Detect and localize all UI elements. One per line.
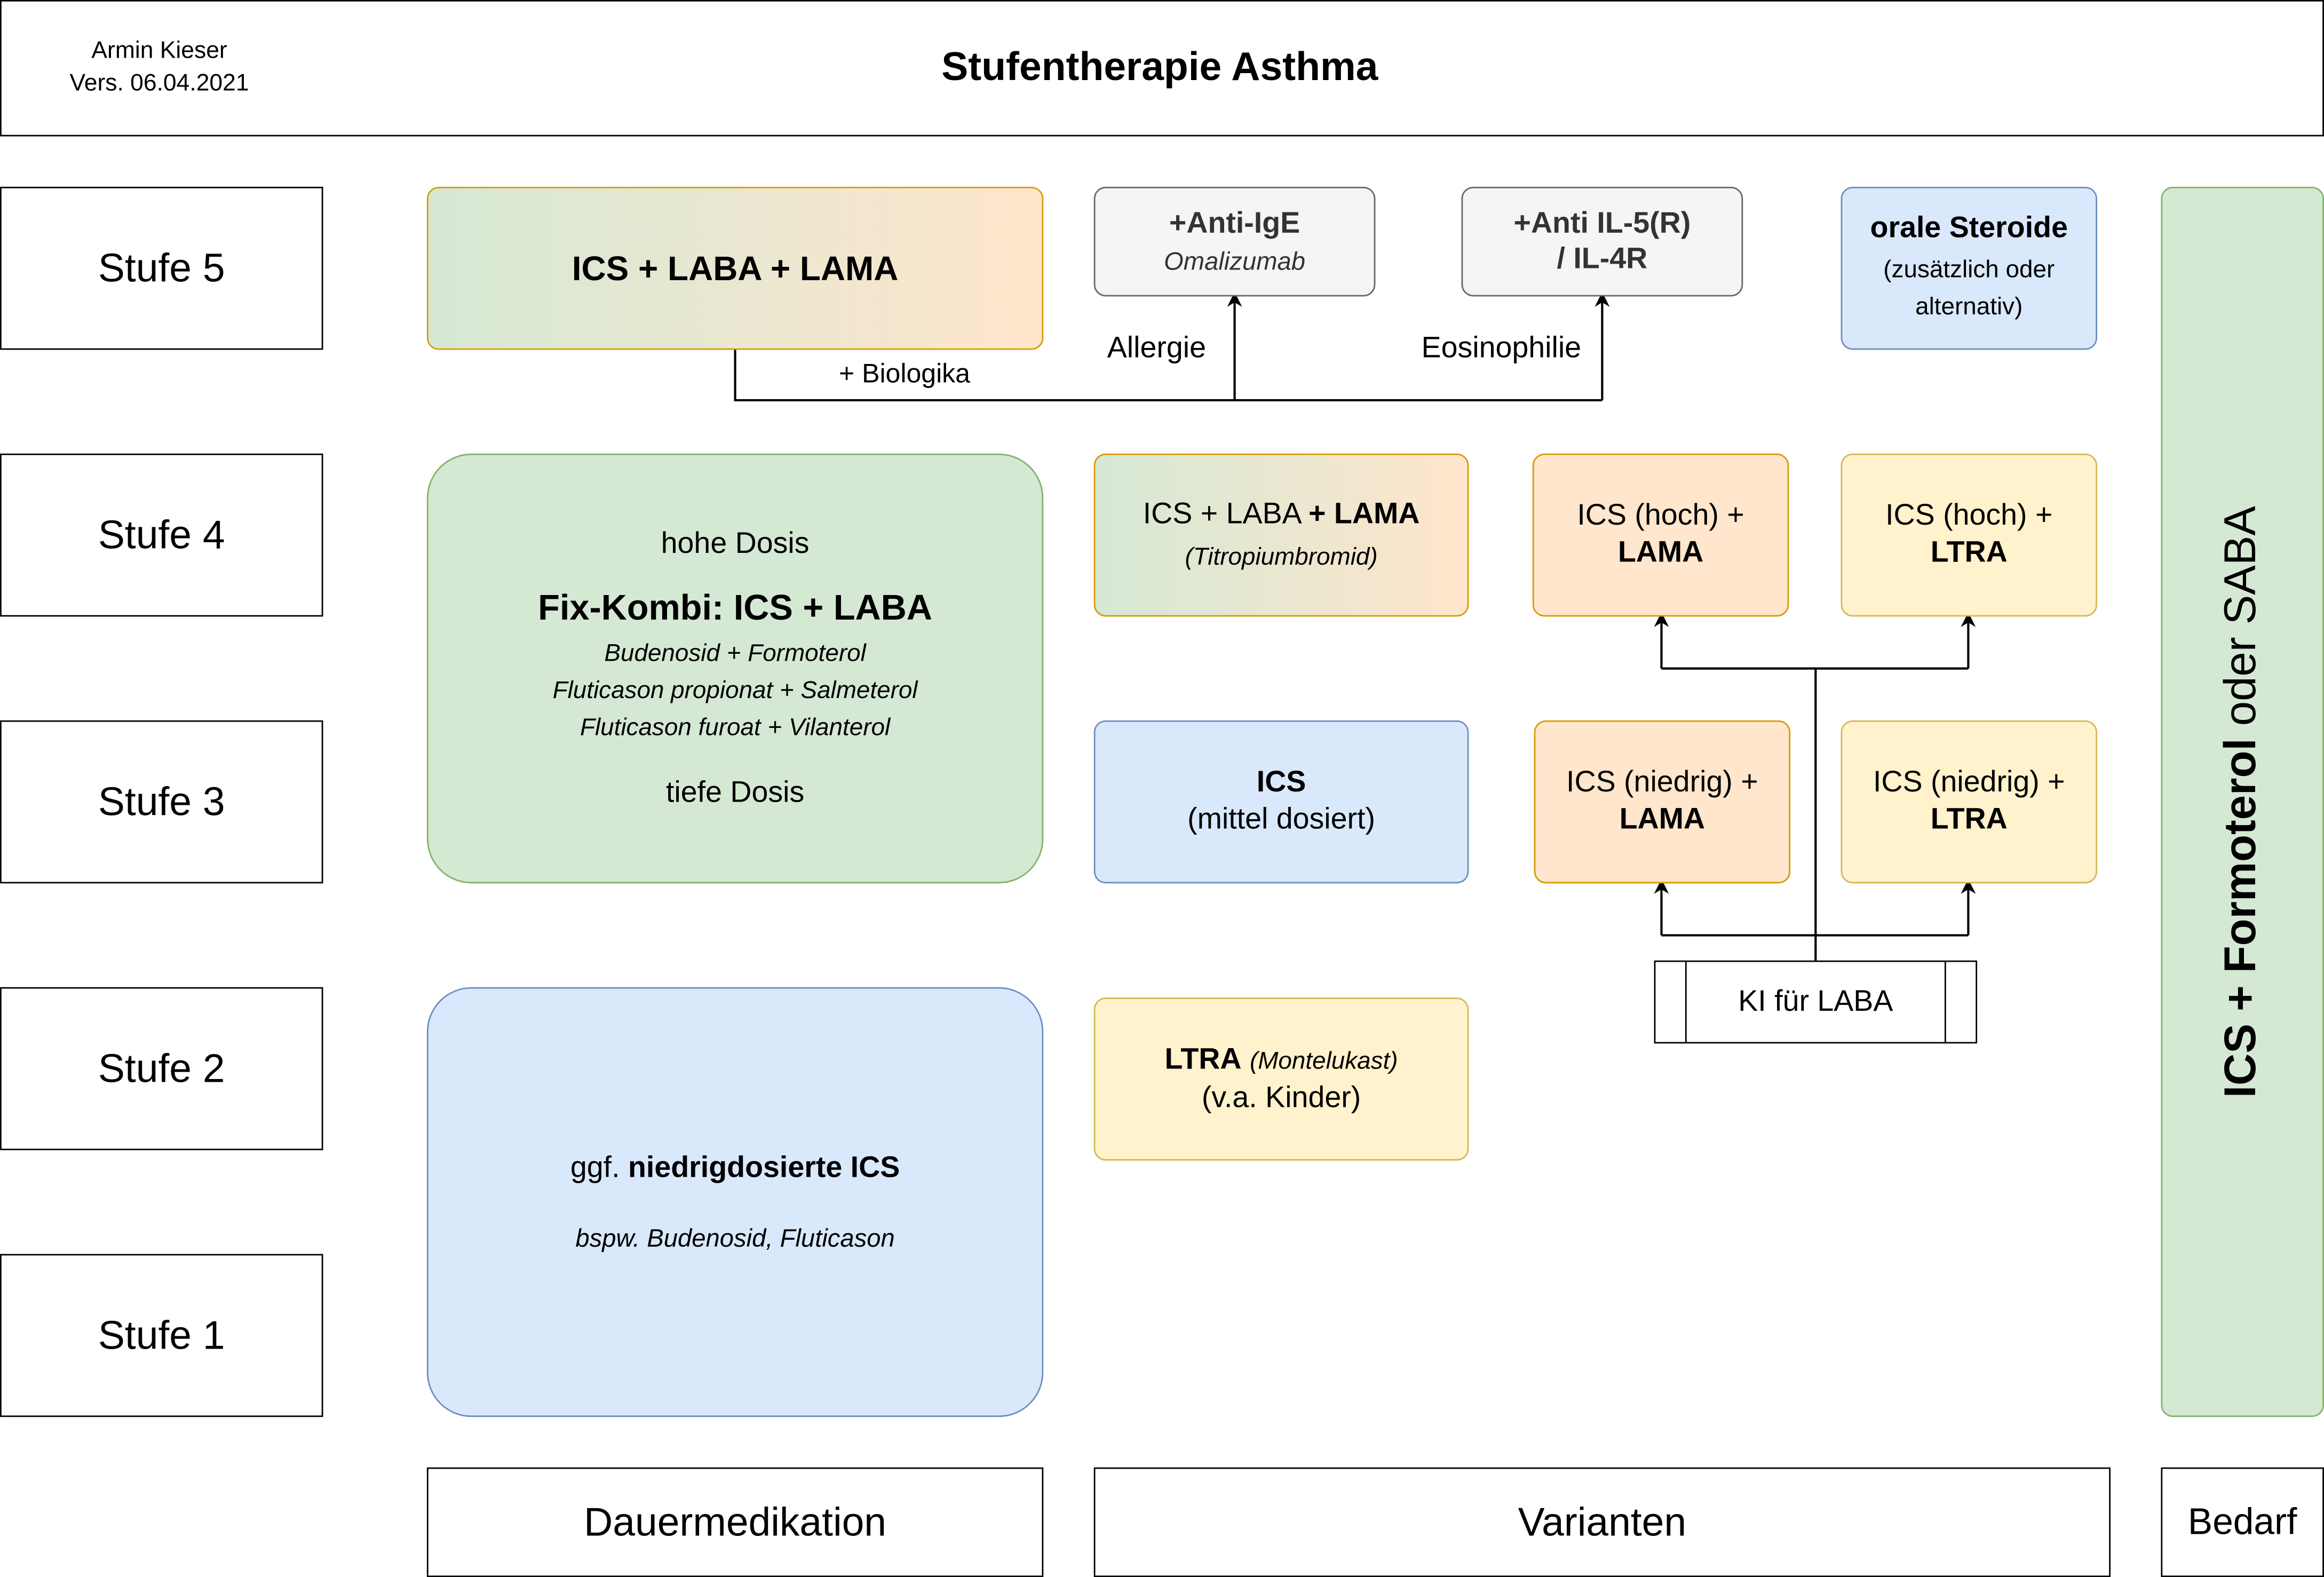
author-block: Armin Kieser Vers. 06.04.2021: [30, 33, 289, 104]
niedrig-ltra-line1: ICS (niedrig) +: [1873, 766, 2065, 799]
anti-il5-line1: +Anti IL-5(R): [1513, 207, 1691, 240]
author-name: Armin Kieser: [91, 38, 227, 64]
hoch-ltra-line2: LTRA: [1930, 536, 2008, 569]
ltra-montelukast: (Montelukast): [1249, 1047, 1398, 1074]
variante-ics-laba-lama: ICS + LABA + LAMA (Titropiumbromid): [1093, 453, 1469, 617]
niedrig-lama-line1: ICS (niedrig) +: [1566, 766, 1758, 799]
niedrig-ltra-line2: LTRA: [1930, 803, 2008, 836]
bedarf-bold: ICS + Formoterol: [2217, 738, 2266, 1098]
variante-titropium: (Titropiumbromid): [1185, 544, 1378, 571]
ki-laba-box: KI für LABA: [1654, 960, 1978, 1044]
biologika-label: + Biologika: [839, 359, 970, 389]
niedrig-ics-title: ggf. niedrigdosierte ICS: [570, 1151, 900, 1185]
variante-niedrig-ltra: ICS (niedrig) + LTRA: [1841, 720, 2098, 884]
stufe12-niedrig-ics: ggf. niedrigdosierte ICS bspw. Budenosid…: [426, 987, 1044, 1417]
fix-kombi-title: Fix-Kombi: ICS + LABA: [538, 588, 932, 628]
hoch-lama-line1: ICS (hoch) +: [1577, 499, 1744, 533]
stufe-4-label: Stufe 4: [0, 453, 323, 617]
niedrig-lama-line2: LAMA: [1619, 803, 1706, 836]
anti-ige-box: +Anti-IgE Omalizumab: [1093, 186, 1376, 297]
stufe5-ics-laba-lama: ICS + LABA + LAMA: [426, 186, 1044, 350]
footer-varianten: Varianten: [1093, 1467, 2111, 1577]
niedrig-ics-examples: bspw. Budenosid, Fluticason: [575, 1223, 895, 1252]
orale-steroide-title: orale Steroide: [1870, 211, 2068, 244]
bedarf-rest: oder SABA: [2217, 506, 2266, 726]
orale-steroide-box: orale Steroide (zusätzlich oder alternat…: [1841, 186, 2098, 350]
stufe-3-label: Stufe 3: [0, 720, 323, 884]
anti-ige-title: +Anti-IgE: [1169, 207, 1300, 240]
biologika-connector: [734, 350, 1603, 401]
stufe-1-label: Stufe 1: [0, 1254, 323, 1417]
orale-steroide-line2: alternativ): [1915, 292, 2023, 320]
eosinophilie-label: Eosinophilie: [1421, 332, 1582, 365]
hoch-ltra-line1: ICS (hoch) +: [1885, 499, 2053, 533]
low-dose-label: tiefe Dosis: [665, 775, 805, 809]
ics-mittel-title: ICS: [1256, 766, 1306, 799]
variante-lama-bold: + LAMA: [1308, 498, 1420, 531]
ki-laba-label: KI für LABA: [1738, 985, 1893, 1018]
ltra-title: LTRA (Montelukast): [1165, 1041, 1398, 1080]
variante-ics-mittel: ICS (mittel dosiert): [1093, 720, 1469, 884]
variante-ltra: LTRA (Montelukast) (v.a. Kinder): [1093, 997, 1469, 1161]
header-bar: [0, 0, 2324, 137]
variante-hoch-ltra: ICS (hoch) + LTRA: [1841, 453, 2098, 617]
stufe-5-label: Stufe 5: [0, 186, 323, 350]
allergie-label: Allergie: [1107, 332, 1206, 365]
bedarf-text: ICS + Formoterol oder SABA: [2217, 506, 2267, 1098]
bedarf-bar: ICS + Formoterol oder SABA: [2161, 186, 2324, 1417]
hoch-lama-line2: LAMA: [1617, 536, 1704, 569]
combo-item: Budenosid + Formoterol: [604, 639, 866, 667]
variante-hoch-lama: ICS (hoch) + LAMA: [1532, 453, 1789, 617]
orale-steroide-line1: (zusätzlich oder: [1883, 256, 2055, 283]
ki-laba-right-bar: [1944, 962, 1946, 1042]
combo-item: Fluticason propionat + Salmeterol: [552, 676, 918, 703]
anti-il5-line2: / IL-4R: [1557, 243, 1648, 276]
stufe-2-label: Stufe 2: [0, 987, 323, 1151]
ics-mittel-sub: (mittel dosiert): [1187, 803, 1375, 836]
high-dose-label: hohe Dosis: [661, 527, 810, 560]
variante-niedrig-lama: ICS (niedrig) + LAMA: [1534, 720, 1791, 884]
niedrig-ics-prefix: ggf.: [570, 1151, 620, 1184]
version-label: Vers. 06.04.2021: [69, 71, 249, 97]
ki-laba-left-bar: [1685, 962, 1687, 1042]
footer-dauermedikation: Dauermedikation: [426, 1467, 1044, 1577]
niedrig-ics-bold: niedrigdosierte ICS: [628, 1151, 900, 1184]
anti-il5-box: +Anti IL-5(R) / IL-4R: [1461, 186, 1743, 297]
footer-bedarf: Bedarf: [2161, 1467, 2324, 1577]
combo-item: Fluticason furoat + Vilanterol: [580, 714, 891, 741]
stufe34-fix-kombi: hohe Dosis Fix-Kombi: ICS + LABA Budenos…: [426, 453, 1044, 884]
ltra-kinder: (v.a. Kinder): [1201, 1081, 1361, 1114]
variante-ics-laba-prefix: ICS + LABA: [1143, 498, 1300, 531]
page-title: Stufentherapie Asthma: [941, 43, 1378, 89]
ltra-bold: LTRA: [1164, 1042, 1242, 1076]
anti-ige-sub: Omalizumab: [1164, 247, 1306, 275]
variante-ics-laba-lama-title: ICS + LABA + LAMA: [1143, 498, 1420, 532]
